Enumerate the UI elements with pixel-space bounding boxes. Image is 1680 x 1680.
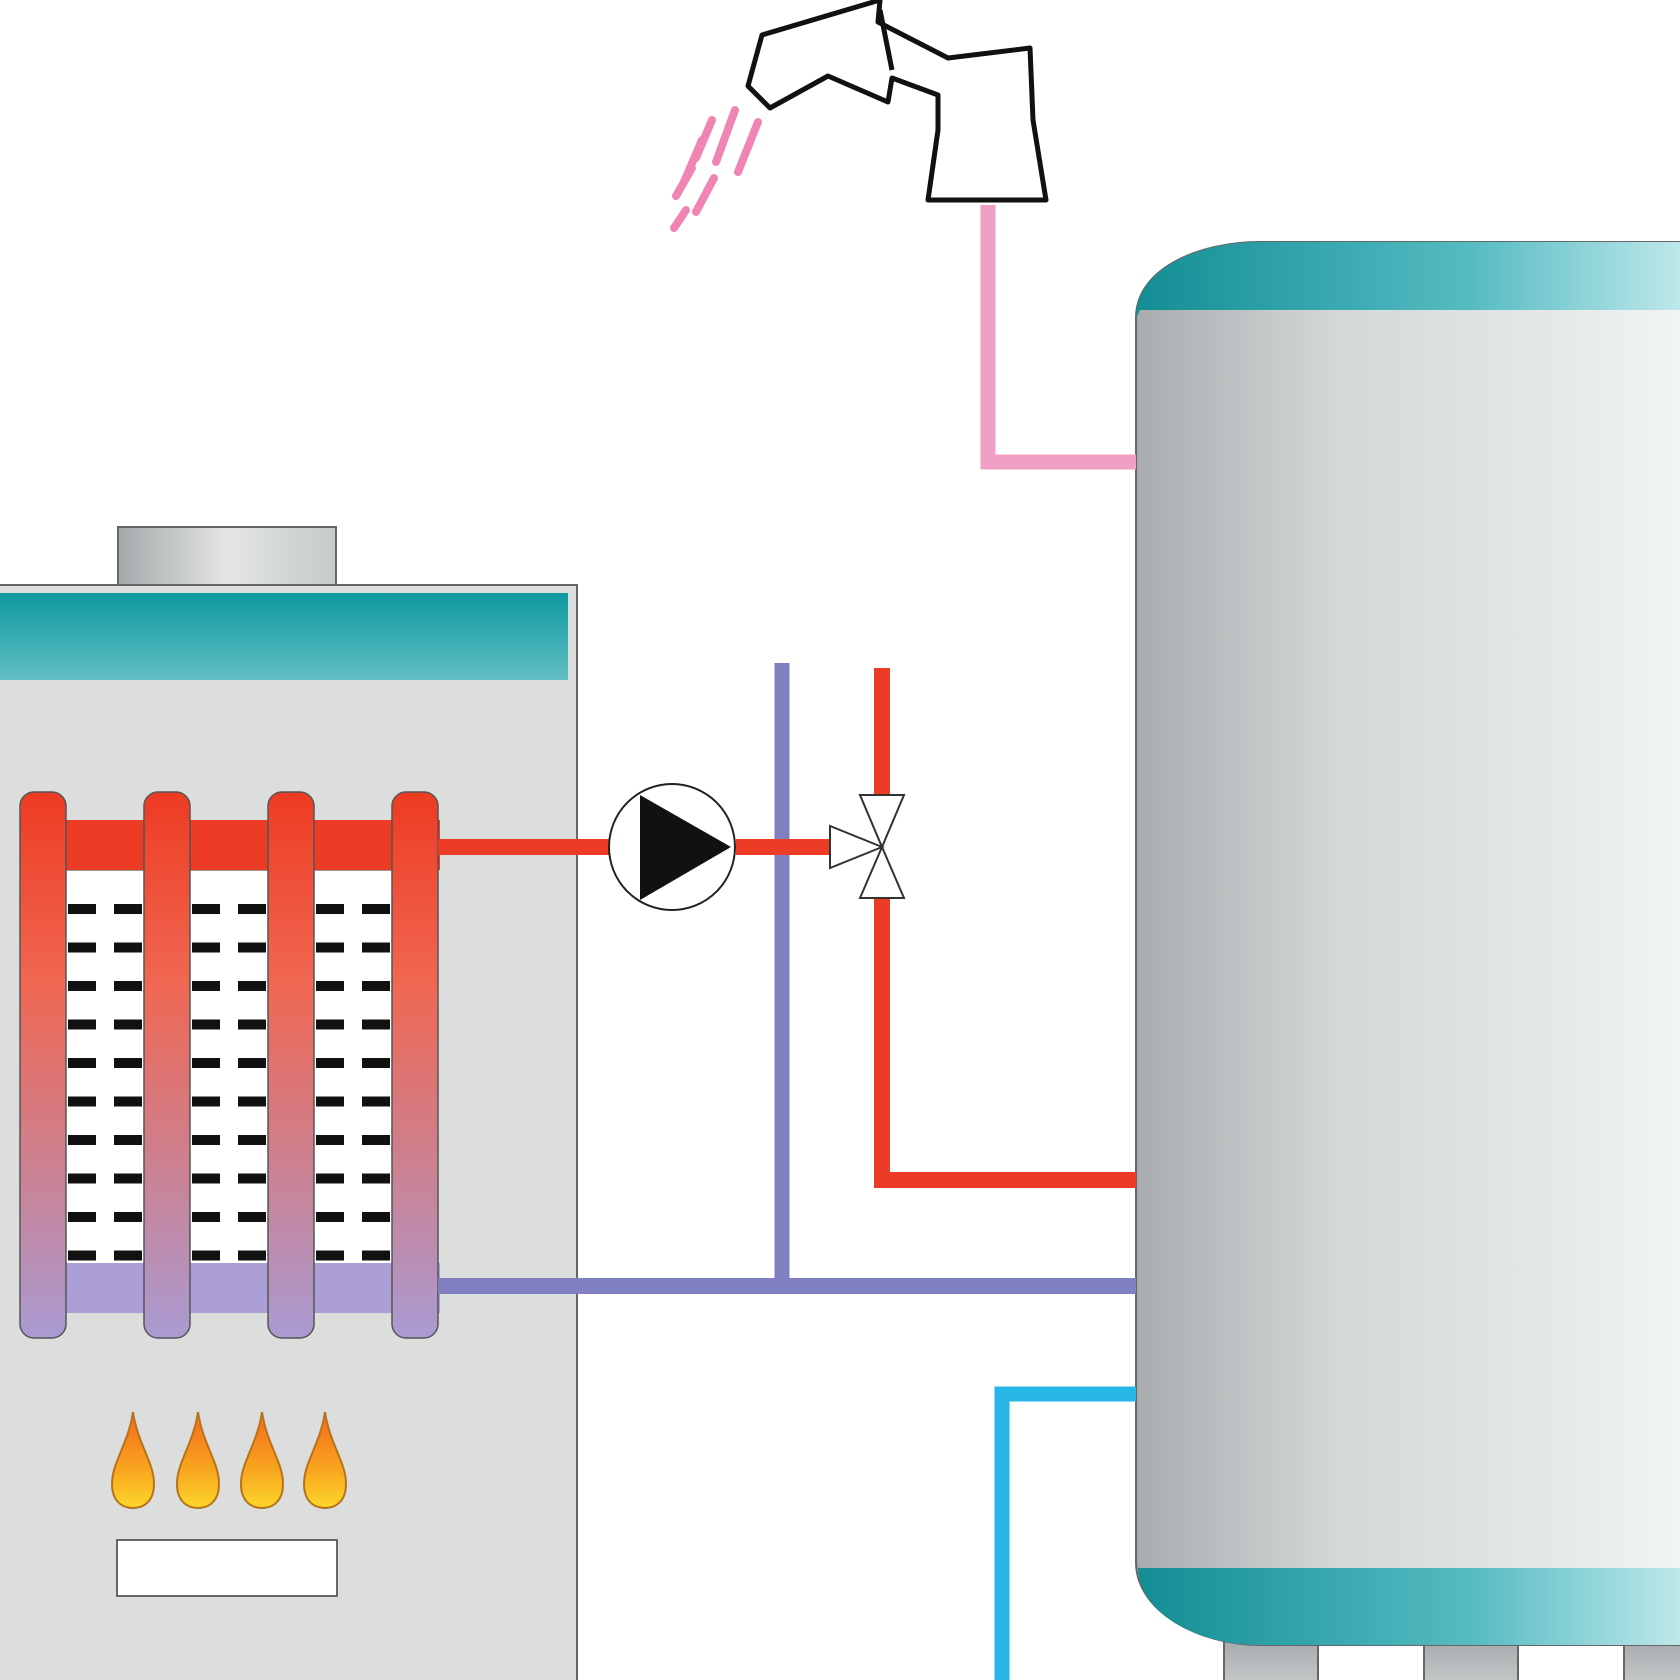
heat-exchanger-fin bbox=[68, 1019, 96, 1030]
heat-exchanger-fin bbox=[362, 1173, 390, 1184]
heat-exchanger-fin bbox=[114, 1135, 142, 1145]
boiler-top-band bbox=[0, 593, 568, 680]
heat-exchanger-fin bbox=[238, 1058, 266, 1068]
heat-exchanger-fin bbox=[192, 904, 220, 914]
hx-bottom-header bbox=[40, 1263, 440, 1313]
heat-exchanger-fin bbox=[316, 1058, 344, 1068]
heat-exchanger-fin bbox=[192, 1019, 220, 1030]
faucet bbox=[670, 0, 1049, 232]
heat-exchanger-fin bbox=[192, 1173, 220, 1184]
tank-body bbox=[1135, 241, 1680, 1646]
heat-exchanger-fin bbox=[192, 1250, 220, 1261]
heat-exchanger-fin bbox=[114, 1058, 142, 1068]
heat-exchanger-fin bbox=[192, 1058, 220, 1068]
heat-exchanger-fin bbox=[114, 981, 142, 991]
heat-exchanger-fin bbox=[316, 1135, 344, 1145]
circulation-pump bbox=[608, 783, 736, 911]
heat-exchanger-fin bbox=[114, 1019, 142, 1030]
heat-exchanger-fin bbox=[238, 1212, 266, 1222]
heat-exchanger-fin bbox=[362, 1096, 390, 1107]
heat-exchanger-fin bbox=[192, 942, 220, 953]
heat-exchanger-fin bbox=[362, 904, 390, 914]
heat-exchanger-fin bbox=[68, 1173, 96, 1184]
heat-exchanger-fin bbox=[68, 1250, 96, 1261]
heat-exchanger-fin bbox=[68, 1096, 96, 1107]
heat-exchanger-fin bbox=[68, 1135, 96, 1145]
flow-pipe-valve-tank bbox=[874, 898, 1136, 1188]
heat-exchanger-fin bbox=[68, 942, 96, 953]
heat-exchanger-fin bbox=[316, 1173, 344, 1184]
valve-bottom-triangle bbox=[858, 844, 906, 899]
heat-exchanger-fin bbox=[238, 1096, 266, 1107]
heat-exchanger-fin bbox=[238, 1173, 266, 1184]
pipes bbox=[438, 205, 1136, 1680]
hx-tube-1 bbox=[19, 791, 67, 1339]
burner-base bbox=[116, 1539, 338, 1597]
domestic-hot-pipe bbox=[980, 205, 1136, 470]
heat-exchanger-fin bbox=[68, 981, 96, 991]
heat-exchanger-fin bbox=[316, 1250, 344, 1261]
heat-exchanger-fin bbox=[68, 1212, 96, 1222]
tank-top-cap bbox=[1136, 242, 1680, 318]
heat-exchanger-fin bbox=[192, 1212, 220, 1222]
heat-exchanger-fin bbox=[68, 1058, 96, 1068]
storage-tank bbox=[1135, 241, 1680, 1680]
tank-bottom-cap bbox=[1138, 1568, 1680, 1645]
hx-top-header bbox=[40, 820, 440, 870]
faucet-icon bbox=[745, 0, 1049, 203]
heat-exchanger-fin bbox=[192, 1135, 220, 1145]
heat-exchanger-fin bbox=[238, 1019, 266, 1030]
hx-tube-2 bbox=[143, 791, 191, 1339]
heat-exchanger-fin bbox=[114, 1212, 142, 1222]
heat-exchanger-fin bbox=[316, 1019, 344, 1030]
flame-icon bbox=[239, 1411, 285, 1510]
heat-exchanger-fin bbox=[362, 1019, 390, 1030]
heat-exchanger-fin bbox=[316, 1096, 344, 1107]
flame-icon bbox=[110, 1411, 156, 1510]
hx-tube-3 bbox=[267, 791, 315, 1339]
heat-exchanger-fin bbox=[114, 904, 142, 914]
heat-exchanger-fin bbox=[192, 981, 220, 991]
gas-burner bbox=[110, 1411, 348, 1597]
hx-tube-4 bbox=[391, 791, 439, 1339]
heat-exchanger-fin bbox=[362, 1135, 390, 1145]
faucet-lever bbox=[877, 9, 895, 71]
heat-exchanger-fin bbox=[238, 1250, 266, 1261]
heat-exchanger-fin bbox=[238, 981, 266, 991]
heat-exchanger-fin bbox=[114, 1173, 142, 1184]
heat-exchanger bbox=[19, 791, 440, 1339]
heat-exchanger-fin bbox=[316, 981, 344, 991]
valve-side-triangle bbox=[829, 824, 885, 870]
heat-exchanger-fin bbox=[114, 1096, 142, 1107]
valve-top-triangle bbox=[858, 794, 906, 850]
pump-arrow-icon bbox=[640, 795, 731, 900]
heat-exchanger-fin bbox=[238, 904, 266, 914]
heat-exchanger-fin bbox=[316, 904, 344, 914]
flame-icon bbox=[302, 1411, 348, 1510]
heat-exchanger-fin bbox=[114, 1250, 142, 1261]
heat-exchanger-fin bbox=[362, 1250, 390, 1261]
heat-exchanger-fins bbox=[68, 904, 390, 1261]
flame-icon bbox=[175, 1411, 221, 1510]
heat-exchanger-core bbox=[61, 869, 413, 1271]
heat-exchanger-fin bbox=[238, 1135, 266, 1145]
heat-exchanger-fin bbox=[114, 942, 142, 953]
water-spray-icon bbox=[670, 106, 762, 232]
heat-exchanger-fin bbox=[192, 1096, 220, 1107]
boiler bbox=[0, 526, 578, 1680]
heat-exchanger-fin bbox=[362, 1058, 390, 1068]
heat-exchanger-fin bbox=[362, 942, 390, 953]
cold-supply-pipe bbox=[994, 1386, 1136, 1680]
heat-exchanger-fin bbox=[362, 1212, 390, 1222]
heat-exchanger-fin bbox=[68, 904, 96, 914]
boiler-flue-collar bbox=[117, 526, 337, 586]
heat-exchanger-fin bbox=[316, 942, 344, 953]
heat-exchanger-fin bbox=[316, 1212, 344, 1222]
heat-exchanger-fin bbox=[362, 981, 390, 991]
heat-exchanger-fin bbox=[238, 942, 266, 953]
three-way-valve bbox=[829, 794, 906, 899]
